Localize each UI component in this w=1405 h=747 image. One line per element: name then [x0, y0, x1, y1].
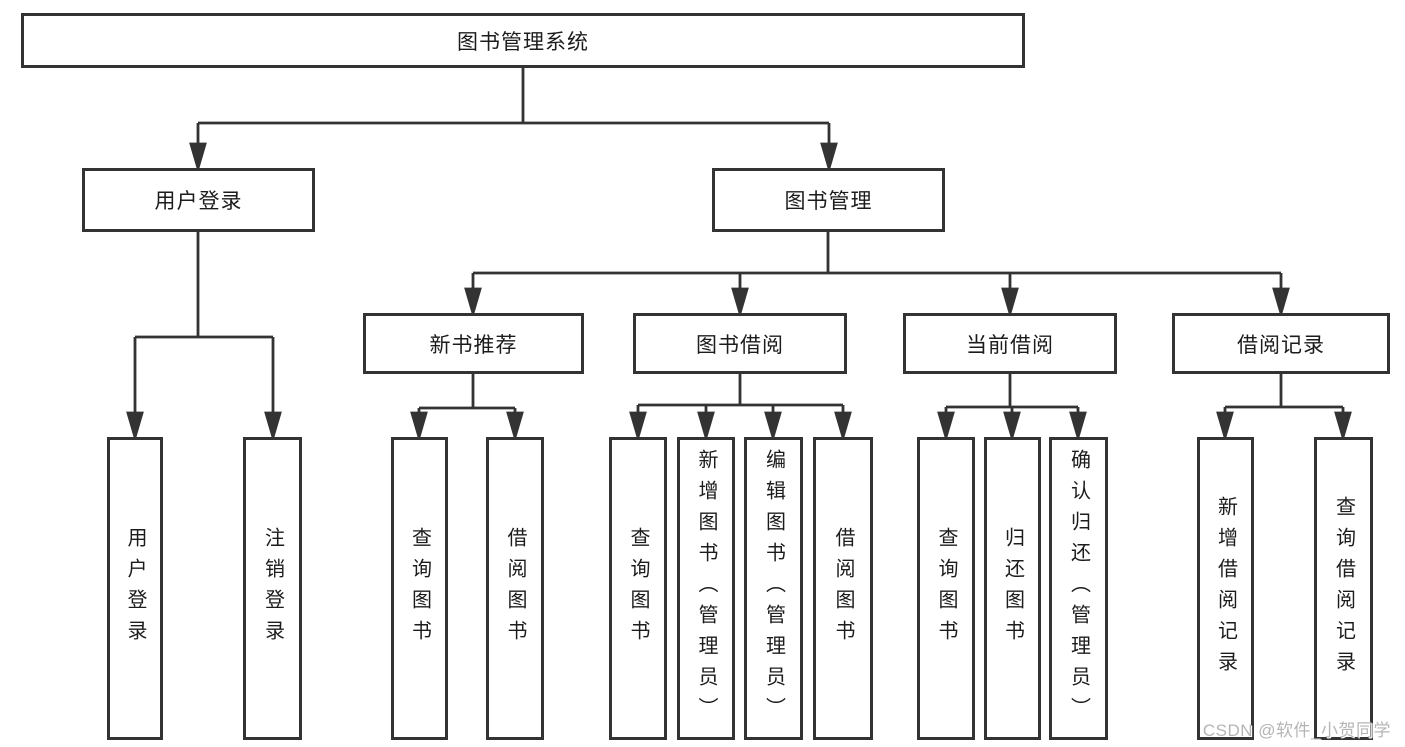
node-root-library-system: 图书管理系统: [21, 13, 1025, 68]
leaf-bb-query-books: 查询图书: [609, 437, 667, 740]
leaf-label: 编辑图书（管理员）: [762, 449, 785, 728]
node-label: 图书借阅: [696, 333, 784, 357]
node-current-borrowing: 当前借阅: [903, 313, 1117, 374]
leaf-label: 新增借阅记录: [1214, 495, 1237, 682]
leaf-label: 借阅图书: [504, 526, 526, 651]
connector-root-to-level2: [189, 68, 838, 173]
arrowhead-user-login: [189, 142, 207, 173]
arrowhead-bb-edit: [764, 411, 782, 442]
leaf-label: 查询图书: [408, 526, 431, 651]
leaf-cb-query-books: 查询图书: [917, 437, 975, 740]
leaf-bb-add-books-admin: 新增图书（管理员）: [677, 437, 735, 740]
leaf-label: 确认归还（管理员）: [1067, 449, 1090, 728]
arrowhead-current-borrow: [1001, 287, 1019, 318]
leaf-br-add-record: 新增借阅记录: [1197, 437, 1254, 740]
connector-book-borrow-to-leaves: [629, 374, 852, 442]
arrowhead-leaf-user-login: [126, 411, 144, 442]
arrowhead-leaf-logout: [264, 411, 282, 442]
node-label: 当前借阅: [966, 333, 1054, 357]
arrowhead-borrow-records: [1272, 287, 1290, 318]
leaf-bb-borrow-books: 借阅图书: [813, 437, 873, 740]
arrowhead-book-mgmt: [820, 142, 838, 173]
leaf-bb-edit-books-admin: 编辑图书（管理员）: [744, 437, 803, 740]
leaf-label: 注销登录: [261, 526, 284, 651]
arrowhead-cb-query: [937, 411, 955, 442]
connector-book-mgmt-to-level3: [464, 232, 1290, 318]
arrowhead-nb-borrow: [506, 411, 524, 442]
leaf-label: 新增图书（管理员）: [695, 449, 717, 728]
csdn-watermark: CSDN @软件_小贺同学: [1202, 721, 1391, 740]
leaf-label: 借阅图书: [832, 526, 854, 651]
leaf-label: 查询图书: [627, 526, 649, 651]
leaf-user-login: 用户登录: [107, 437, 163, 740]
arrowhead-bb-query: [629, 411, 647, 442]
leaf-cb-return-books: 归还图书: [984, 437, 1041, 740]
node-label: 用户登录: [154, 190, 243, 213]
arrowhead-cb-return: [1003, 411, 1021, 442]
arrowhead-br-add: [1216, 411, 1234, 442]
node-label: 新书推荐: [429, 333, 518, 357]
leaf-nb-borrow-books: 借阅图书: [486, 437, 544, 740]
node-book-borrowing: 图书借阅: [633, 313, 847, 374]
leaf-cb-confirm-return-admin: 确认归还（管理员）: [1049, 437, 1108, 740]
node-label: 图书管理: [784, 190, 873, 213]
connector-current-borrow-to-leaves: [937, 374, 1087, 442]
connector-user-login-to-leaves: [126, 232, 282, 442]
arrowhead-bb-add: [697, 411, 715, 442]
node-borrowing-records: 借阅记录: [1172, 313, 1390, 374]
arrowhead-nb-query: [410, 411, 428, 442]
leaf-label: 查询图书: [935, 526, 957, 651]
arrowhead-new-books: [464, 287, 482, 318]
leaf-label: 归还图书: [1001, 526, 1024, 651]
connector-new-books-to-leaves: [410, 374, 524, 442]
arrowhead-book-borrow: [731, 287, 749, 318]
arrowhead-cb-confirm: [1069, 411, 1087, 442]
connector-borrow-records-to-leaves: [1216, 374, 1352, 442]
leaf-br-query-record: 查询借阅记录: [1314, 437, 1373, 740]
node-label: 借阅记录: [1237, 333, 1325, 357]
leaf-label: 用户登录: [124, 526, 146, 651]
arrowhead-bb-borrow: [834, 411, 852, 442]
node-label: 图书管理系统: [457, 30, 589, 54]
arrowhead-br-query: [1334, 411, 1352, 442]
leaf-nb-query-books: 查询图书: [391, 437, 448, 740]
leaf-logout: 注销登录: [243, 437, 302, 740]
node-book-management: 图书管理: [712, 168, 945, 232]
leaf-label: 查询借阅记录: [1332, 495, 1355, 682]
node-user-login: 用户登录: [82, 168, 315, 232]
node-new-book-recommend: 新书推荐: [363, 313, 584, 374]
